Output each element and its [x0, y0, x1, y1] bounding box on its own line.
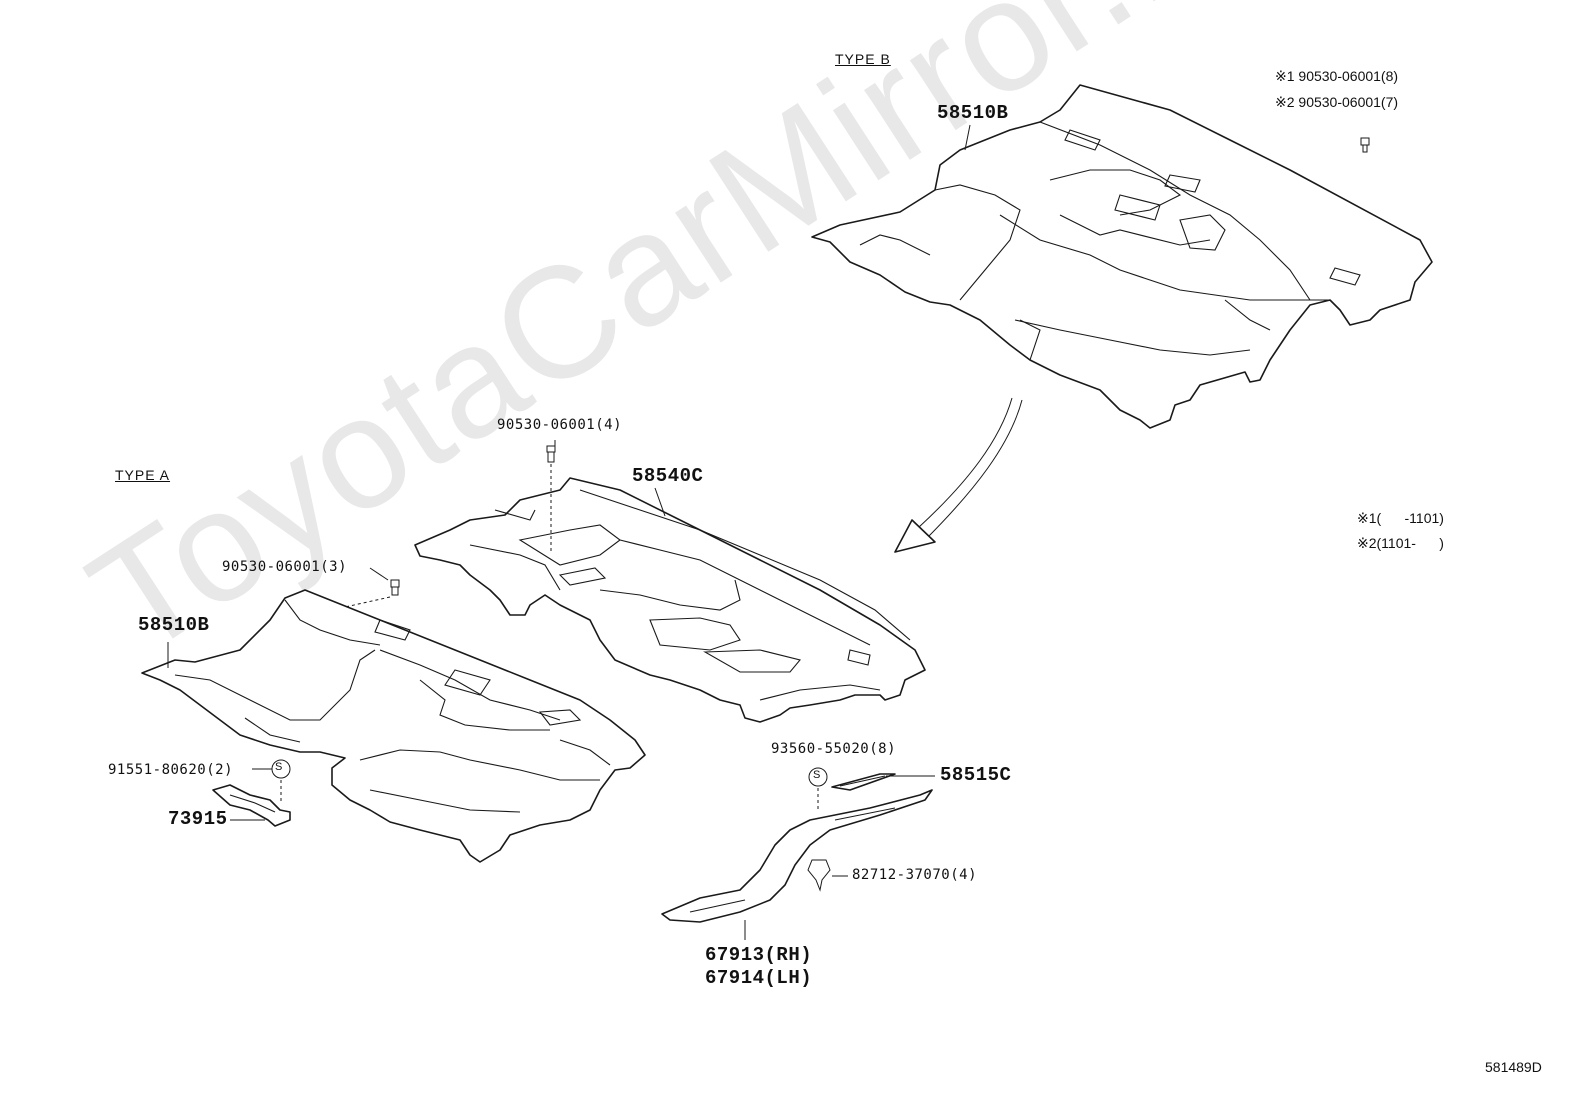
part-90530-06001-4: 90530-06001(4): [497, 417, 623, 433]
footnote-range-2: ※2(1101- ): [1357, 535, 1444, 551]
part-82712-37070-4: 82712-37070(4): [852, 867, 978, 883]
screw-93560: [808, 767, 828, 812]
footnote-1-fastener: ※1 90530-06001(8): [1275, 68, 1399, 84]
part-73915: 73915: [168, 808, 228, 830]
leader-lines: [167, 124, 971, 940]
footnote-range-1: ※1( -1101): [1357, 510, 1444, 526]
illustration-code: 581489D: [1485, 1059, 1542, 1075]
clip-82712: [807, 859, 831, 892]
scuff-plate-67913: [661, 789, 933, 923]
part-58515c: 58515C: [940, 764, 1012, 786]
front-carpet-58510b-type-a: [141, 589, 646, 863]
clip-type-b: [1360, 137, 1370, 153]
part-58510b-type-b: 58510B: [937, 102, 1009, 124]
part-93560-55020-8: 93560-55020(8): [771, 741, 897, 757]
footnote-2-fastener: ※2 90530-06001(7): [1275, 94, 1399, 110]
part-91551-80620-2: 91551-80620(2): [108, 762, 234, 778]
part-90530-06001-3: 90530-06001(3): [222, 559, 348, 575]
type-b-label: TYPE B: [835, 51, 891, 67]
part-58510b-type-a: 58510B: [138, 614, 210, 636]
plate-58515c: [831, 773, 896, 791]
part-67913-rh: 67913(RH): [705, 944, 813, 966]
bracket-73915: [212, 784, 291, 827]
part-67914-lh: 67914(LH): [705, 967, 813, 989]
type-a-label: TYPE A: [115, 467, 171, 483]
screw-symbol-1: S: [275, 761, 283, 773]
clip-58540c: [546, 445, 556, 552]
clip-58510b: [344, 579, 400, 608]
screw-symbol-2: S: [813, 769, 821, 781]
floor-carpet-type-b: [811, 84, 1433, 429]
arrow-b-to-a: [894, 397, 1023, 553]
rear-carpet-58540c: [414, 477, 926, 723]
part-58540c: 58540C: [632, 465, 704, 487]
